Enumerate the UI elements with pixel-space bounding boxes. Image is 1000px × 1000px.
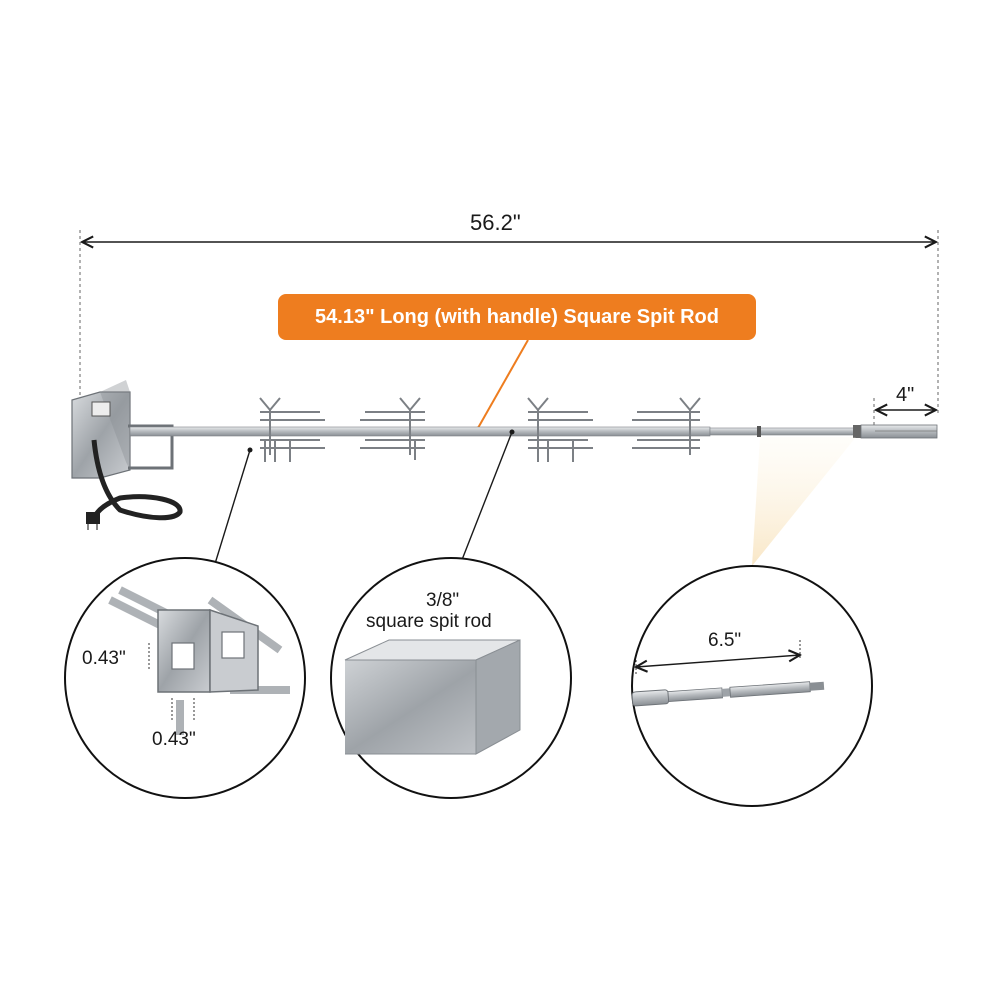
rotisserie-motor [71, 380, 183, 530]
spit-rod [129, 424, 938, 453]
bracket-width-label: 0.43" [152, 729, 196, 750]
overall-dimension [79, 230, 939, 415]
callout-pointer [477, 339, 529, 429]
bracket-height-label: 0.43" [82, 648, 126, 669]
bracket-detail [64, 557, 306, 799]
meat-forks [259, 397, 701, 462]
rod-size-label: 3/8" [426, 590, 460, 611]
leader-rod [457, 431, 513, 571]
rod-section-length-label: 6.5" [708, 630, 742, 651]
square-rod-detail [330, 557, 572, 799]
zoom-beam [752, 437, 856, 566]
rod-section-detail [631, 565, 873, 807]
overall-length-label: 56.2" [470, 210, 521, 235]
handle-length-label: 4" [896, 384, 915, 406]
handle-dimension [873, 398, 936, 425]
leader-bracket [209, 449, 251, 581]
rod-type-label: square spit rod [366, 611, 492, 632]
spit-rod-callout-text: 54.13" Long (with handle) Square Spit Ro… [315, 305, 719, 328]
spit-rod-callout: 54.13" Long (with handle) Square Spit Ro… [278, 294, 756, 340]
